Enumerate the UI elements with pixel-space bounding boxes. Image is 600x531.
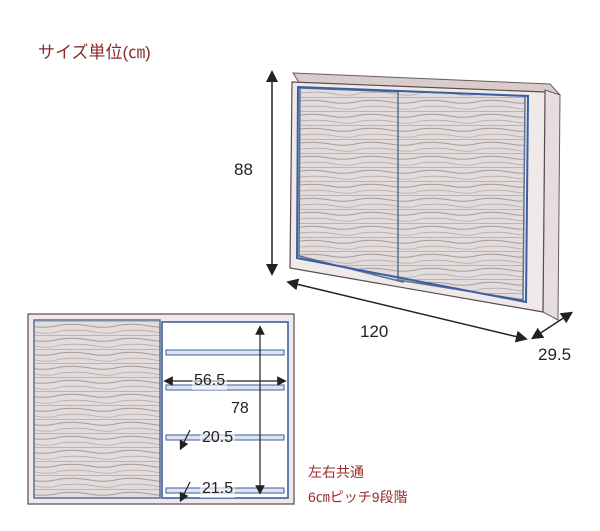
note-shelf-pitch: 6㎝ピッチ9段階	[308, 489, 408, 505]
cabinet-3d-view	[289, 72, 562, 321]
note-both-sides: 左右共通	[308, 464, 364, 480]
interior-width-label: 56.5	[192, 372, 228, 390]
shelf-depth-label-lower: 21.5	[200, 480, 236, 498]
interior-height-label: 78	[229, 400, 251, 418]
sliding-door-right	[397, 90, 526, 301]
open-compartment	[161, 321, 289, 499]
height-label: 88	[234, 160, 253, 179]
depth-dimension-line	[530, 311, 574, 340]
page-title: サイズ単位(㎝)	[38, 43, 151, 62]
depth-label: 29.5	[538, 345, 572, 364]
shelf	[165, 349, 285, 356]
width-dimension-line	[286, 278, 528, 343]
sliding-door-left	[298, 87, 404, 283]
width-label: 120	[360, 322, 389, 341]
shelf-depth-line-upper	[179, 429, 191, 451]
shelf-depth-label-upper: 20.5	[200, 429, 236, 447]
cabinet-front-view	[27, 313, 295, 505]
front-door-panel	[33, 319, 161, 499]
shelf-depth-line-lower	[179, 481, 191, 503]
